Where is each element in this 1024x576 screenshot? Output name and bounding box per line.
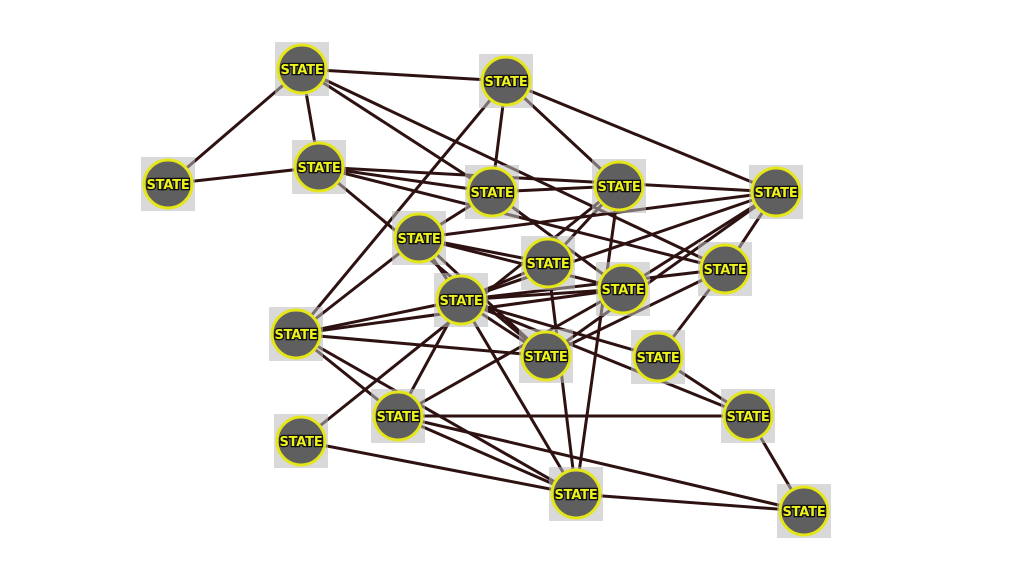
node-label: STATE: [554, 488, 597, 503]
edge-n10-n15: [459, 298, 660, 359]
state-node-n3: STATE: [141, 157, 195, 211]
node-circle: [480, 55, 532, 107]
state-node-n13: STATE: [269, 307, 323, 361]
node-circle: [393, 212, 445, 264]
state-node-n20: STATE: [777, 484, 831, 538]
node-circle: [293, 141, 345, 193]
node-label: STATE: [601, 283, 644, 298]
edge-n2-n7: [504, 79, 778, 194]
edge-n10-n13: [294, 298, 463, 336]
state-node-n15: STATE: [631, 330, 685, 384]
node-circle: [270, 308, 322, 360]
node-layer: STATE STATE STATE STATE STATE STATE STATE STATE…: [141, 42, 831, 538]
edge-n13-n19: [294, 332, 578, 496]
node-circle: [632, 331, 684, 383]
node-label: STATE: [703, 263, 746, 278]
edge-n7-n10: [459, 190, 778, 302]
node-label: STATE: [297, 161, 340, 176]
node-circle: [722, 390, 774, 442]
state-node-n1: STATE: [275, 42, 329, 96]
state-node-n10: STATE: [434, 273, 488, 327]
node-circle: [372, 390, 424, 442]
node-label: STATE: [470, 186, 513, 201]
node-label: STATE: [597, 180, 640, 195]
node-circle: [142, 158, 194, 210]
node-label: STATE: [524, 350, 567, 365]
node-label: STATE: [439, 294, 482, 309]
state-node-n9: STATE: [521, 236, 575, 290]
state-node-n4: STATE: [292, 140, 346, 194]
edge-n19-n20: [574, 492, 806, 513]
edge-n4-n5: [317, 165, 494, 194]
node-circle: [435, 274, 487, 326]
state-node-n18: STATE: [721, 389, 775, 443]
edge-n10-n18: [459, 298, 750, 418]
edge-n7-n8: [417, 190, 778, 240]
edge-n16-n20: [396, 414, 806, 513]
node-circle: [778, 485, 830, 537]
node-circle: [699, 243, 751, 295]
state-node-n5: STATE: [465, 165, 519, 219]
node-circle: [276, 43, 328, 95]
node-label: STATE: [726, 410, 769, 425]
node-circle: [520, 330, 572, 382]
node-circle: [750, 166, 802, 218]
node-circle: [466, 166, 518, 218]
edge-n10-n11: [459, 267, 727, 302]
edge-n1-n5: [300, 67, 494, 194]
edge-n16-n19: [396, 414, 578, 496]
state-node-n14: STATE: [519, 329, 573, 383]
node-circle: [593, 160, 645, 212]
state-node-n7: STATE: [749, 165, 803, 219]
node-label: STATE: [376, 410, 419, 425]
node-label: STATE: [526, 257, 569, 272]
node-label: STATE: [397, 232, 440, 247]
state-node-n17: STATE: [274, 414, 328, 468]
edge-n2-n13: [294, 79, 508, 336]
edge-n17-n19: [299, 439, 578, 496]
node-label: STATE: [280, 63, 323, 78]
node-label: STATE: [754, 186, 797, 201]
node-circle: [275, 415, 327, 467]
node-circle: [597, 263, 649, 315]
node-label: STATE: [146, 178, 189, 193]
node-label: STATE: [636, 351, 679, 366]
node-label: STATE: [782, 505, 825, 520]
node-label: STATE: [274, 328, 317, 343]
state-node-n6: STATE: [592, 159, 646, 213]
node-label: STATE: [484, 75, 527, 90]
state-node-n16: STATE: [371, 389, 425, 443]
node-label: STATE: [279, 435, 322, 450]
node-circle: [550, 468, 602, 520]
node-circle: [522, 237, 574, 289]
edge-n1-n2: [300, 67, 508, 83]
state-node-n2: STATE: [479, 54, 533, 108]
state-node-n12: STATE: [596, 262, 650, 316]
edge-n4-n7: [317, 165, 778, 194]
state-node-n11: STATE: [698, 242, 752, 296]
edge-n4-n11: [317, 165, 727, 271]
edge-n13-n14: [294, 332, 548, 358]
state-node-n8: STATE: [392, 211, 446, 265]
edge-n7-n14: [544, 190, 778, 358]
state-node-n19: STATE: [549, 467, 603, 521]
edge-n10-n19: [459, 298, 578, 496]
